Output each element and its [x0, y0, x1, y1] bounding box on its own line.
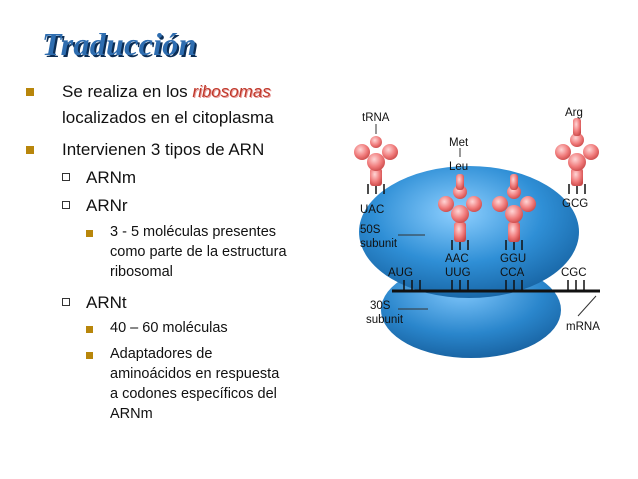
- slide-title: Traducción: [42, 26, 197, 62]
- ribosomas-highlight: ribosomas: [192, 82, 271, 101]
- bullet-ribosomas: Se realiza en los ribosomas: [62, 80, 271, 104]
- small-square-icon: [86, 326, 93, 333]
- bullet-square-icon: [26, 88, 34, 96]
- leu-label: Leu: [449, 161, 468, 173]
- uac-label: UAC: [360, 204, 384, 216]
- trna-arg-icon: [555, 118, 599, 186]
- trna-label: tRNA: [362, 112, 390, 124]
- aac-label: AAC: [445, 253, 469, 265]
- subunit-30s-label: 30S: [370, 300, 391, 312]
- hollow-square-icon: [62, 298, 70, 306]
- mrna-label: mRNA: [566, 321, 600, 333]
- arnt-detail2-line1: Adaptadores de: [110, 346, 213, 362]
- bullet-tipos-arn: Intervienen 3 tipos de ARN: [62, 140, 265, 159]
- small-square-icon: [86, 230, 93, 237]
- trna-left-icon: [354, 136, 398, 186]
- label-pointers: [375, 124, 597, 317]
- gcg-label: GCG: [562, 198, 588, 210]
- arnm-label: ARNm: [86, 168, 137, 187]
- hollow-square-icon: [62, 173, 70, 181]
- arnt-detail2-line2: aminoácidos en respuesta: [110, 366, 280, 382]
- trna-peptidyl-icon: [492, 174, 536, 242]
- arnr-detail-line2: como parte de la estructura: [110, 244, 287, 260]
- uug-label: UUG: [445, 267, 471, 279]
- bullet-square-icon: [26, 146, 34, 154]
- arnr-detail-line1: 3 - 5 moléculas presentes: [110, 224, 277, 240]
- hollow-square-icon: [62, 201, 70, 209]
- ggu-label: GGU: [500, 253, 526, 265]
- subunit-30s-sub: subunit: [366, 314, 404, 326]
- arnr-label: ARNr: [86, 196, 128, 215]
- subunit-50s-sub: subunit: [360, 238, 398, 250]
- small-square-icon: [86, 352, 93, 359]
- aug-label: AUG: [388, 267, 413, 279]
- bullet-ribosomas-line2: localizados en el citoplasma: [62, 108, 274, 127]
- arnt-detail2-line4: ARNm: [110, 406, 153, 422]
- cgc-label: CGC: [561, 267, 587, 279]
- bullet-ribosomas-prefix: Se realiza en los: [62, 82, 193, 101]
- cca-label: CCA: [500, 267, 525, 279]
- arg-label: Arg: [565, 107, 583, 119]
- trna-met-icon: [438, 174, 482, 242]
- arnt-detail1: 40 – 60 moléculas: [110, 320, 228, 336]
- arnr-detail-line3: ribosomal: [110, 264, 173, 280]
- subunit-50s-label: 50S: [360, 224, 381, 236]
- met-label: Met: [449, 137, 469, 149]
- arnt-label: ARNt: [86, 293, 127, 312]
- arnt-detail2-line3: a codones específicos del: [110, 386, 277, 402]
